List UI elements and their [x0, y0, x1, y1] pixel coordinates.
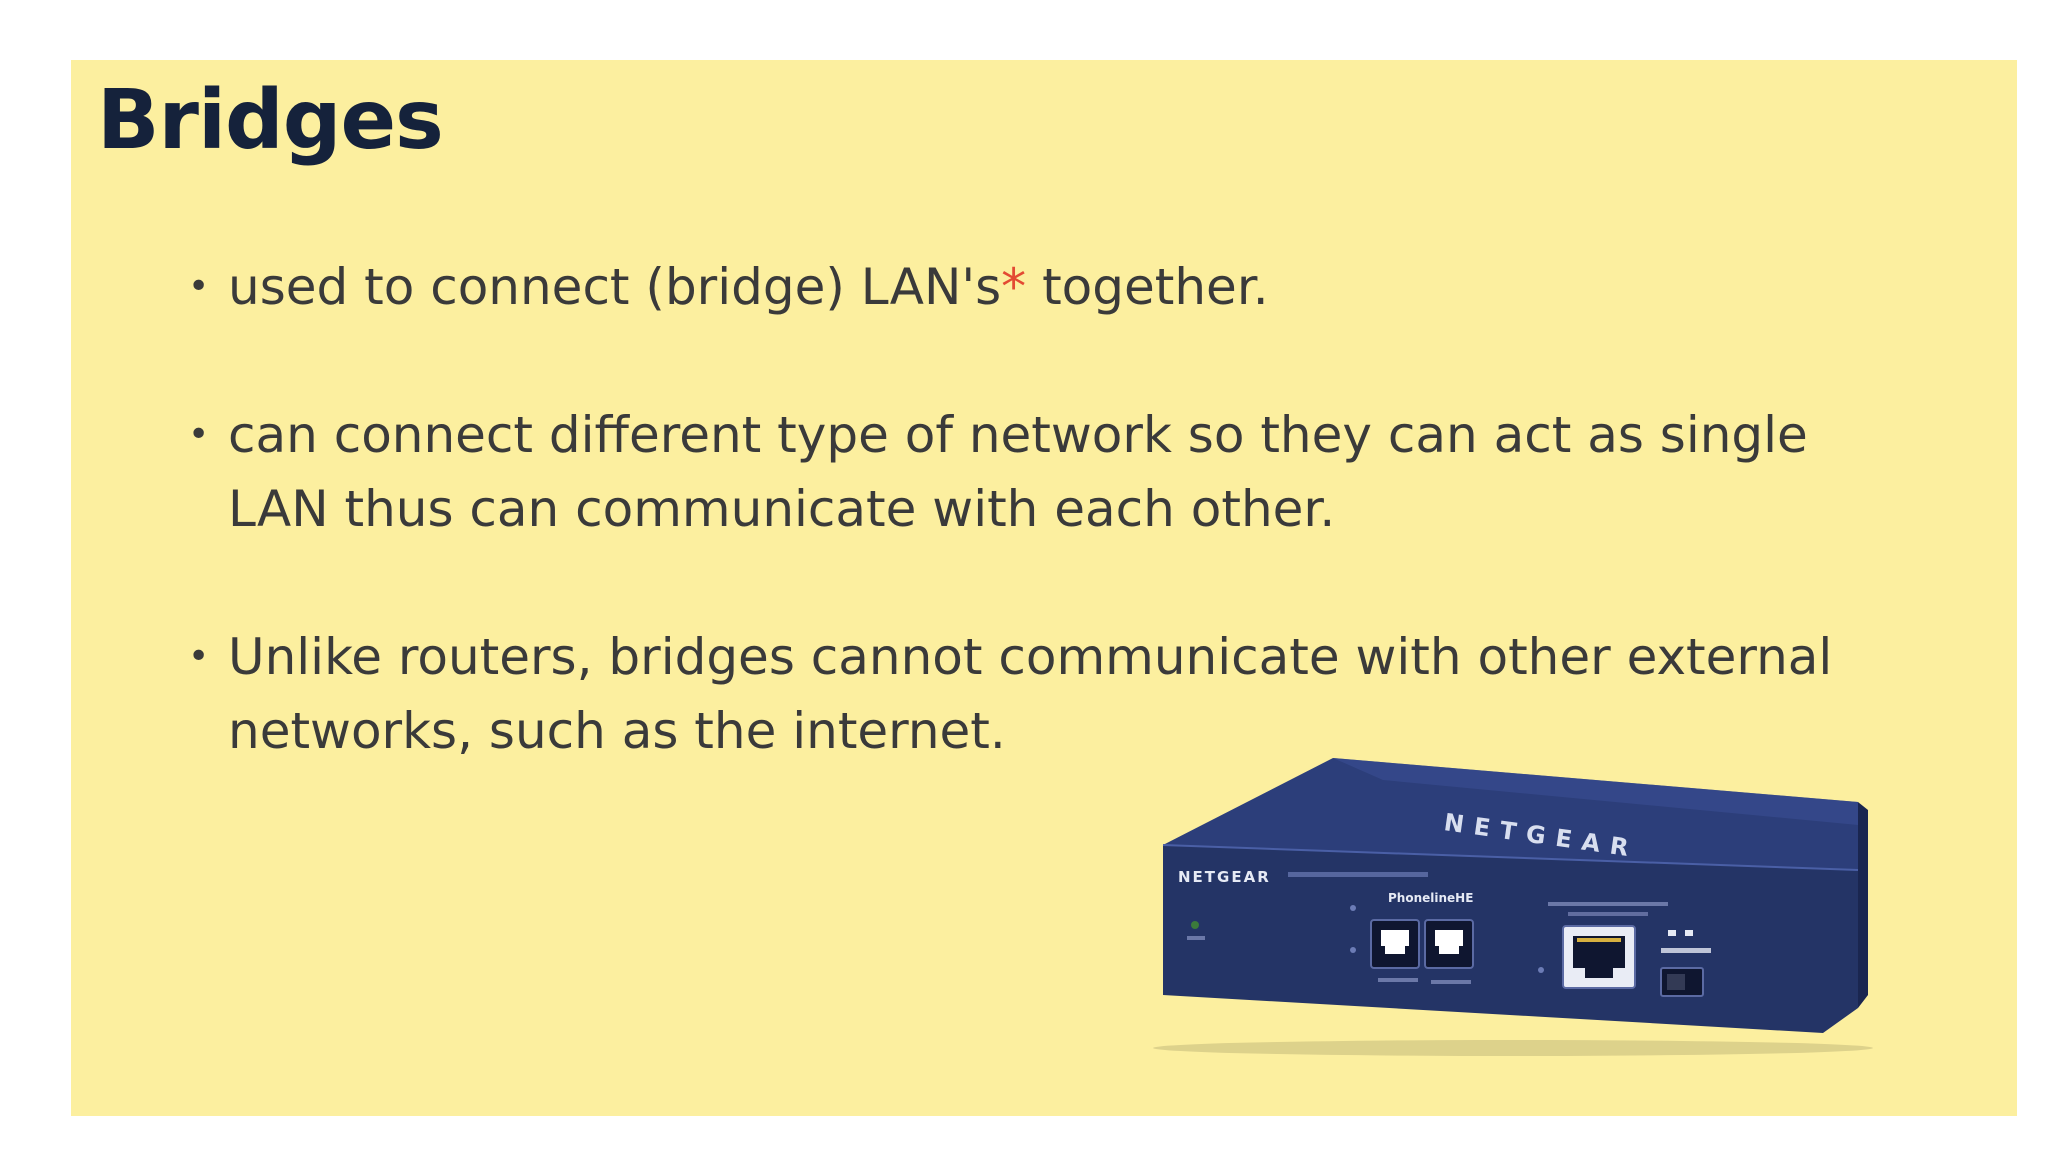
power-label: [1187, 936, 1205, 940]
switch-label: [1685, 930, 1693, 936]
network-bridge-device-image: NETGEAR NETGEAR PhonelineHE: [1153, 758, 1873, 1056]
device-top-highlight: [1333, 758, 1858, 825]
bullet-text-before: used to connect (bridge) LAN's: [228, 258, 1002, 316]
bullet-text: can connect different type of network so…: [228, 406, 1808, 538]
bullet-item: • can connect different type of network …: [188, 398, 1868, 546]
bullet-text-after: together.: [1026, 258, 1269, 316]
bullet-item: • Unlike routers, bridges cannot communi…: [188, 620, 1868, 768]
footnote-asterisk: *: [1001, 258, 1027, 316]
bullet-dot-icon: •: [188, 414, 210, 455]
status-led-icon: [1350, 905, 1356, 911]
slide-title: Bridges: [97, 73, 444, 168]
device-edge: [1162, 844, 1859, 871]
phone-port-2: [1424, 919, 1474, 969]
bullet-text: used to connect (bridge) LAN's* together…: [228, 250, 1868, 324]
device-shadow: [1153, 1040, 1873, 1056]
switch-label: [1668, 930, 1676, 936]
phone-port-1: [1370, 919, 1420, 969]
ethernet-label: [1568, 912, 1648, 916]
bullet-dot-icon: •: [188, 266, 210, 307]
status-led-icon: [1350, 947, 1356, 953]
slide: Bridges • used to connect (bridge) LAN's…: [71, 60, 2017, 1116]
ethernet-port: [1562, 925, 1636, 989]
mode-switch: [1660, 967, 1704, 997]
ethernet-label: [1548, 902, 1668, 906]
bullet-dot-icon: •: [188, 636, 210, 677]
device-right-side: [1858, 802, 1868, 1008]
bullet-text: Unlike routers, bridges cannot communica…: [228, 628, 1833, 760]
power-led-icon: [1191, 921, 1199, 929]
bullet-item: • used to connect (bridge) LAN's* togeth…: [188, 250, 1868, 324]
port-label: [1378, 978, 1418, 982]
phoneline-label: PhonelineHE: [1388, 891, 1473, 905]
switch-label: [1661, 948, 1711, 953]
device-front-label-line: [1288, 872, 1428, 877]
collision-led-icon: [1538, 967, 1544, 973]
port-label: [1431, 980, 1471, 984]
device-brand-front: NETGEAR: [1178, 868, 1271, 886]
